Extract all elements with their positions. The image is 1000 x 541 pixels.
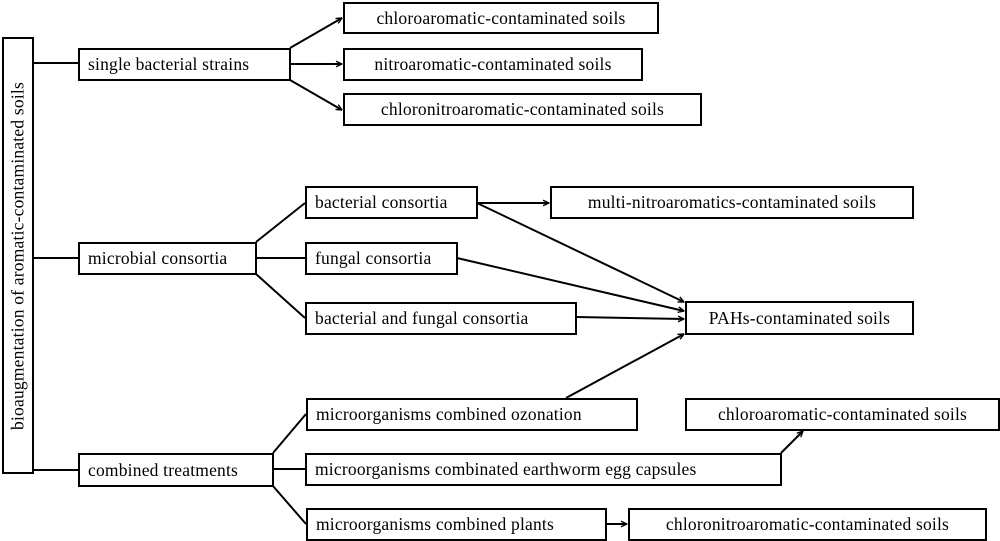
node-fungal-consortia: fungal consortia [305,242,458,275]
node-label: combined treatments [88,459,239,480]
node-combined-treatments: combined treatments [78,453,274,487]
node-label: chloroaromatic-contaminated soils [717,404,968,424]
edge-earthworm-chloro [780,431,803,454]
node-label: microorganisms combined plants [316,514,555,534]
node-label: multi-nitroaromatics-contaminated soils [587,192,877,212]
node-label: microbial consortia [88,248,228,268]
node-multi-nitroaromatics-soils: multi-nitroaromatics-contaminated soils [550,186,914,219]
node-label: microorganisms combinated earthworm egg … [315,459,697,479]
edge-combined-plants [272,485,307,525]
node-chloronitroaromatic-soils-bottom: chloronitroaromatic-contaminated soils [628,508,987,541]
node-label: chloronitroaromatic-contaminated soils [380,99,665,119]
node-label: microorganisms combined ozonation [316,404,582,424]
edge-microbial-bacterial [255,202,306,243]
edge-single-chloronitro [289,79,342,111]
node-microorganisms-earthworm: microorganisms combinated earthworm egg … [305,453,782,486]
node-chloronitroaromatic-soils-top: chloronitroaromatic-contaminated soils [343,93,702,126]
edge-single-chloro [289,17,342,49]
node-label: bacterial consortia [315,192,448,212]
edge-microbial-bacfungal [255,273,306,319]
edge-bacterial-pahs [476,202,684,303]
node-bacterial-fungal-consortia: bacterial and fungal consortia [305,302,577,335]
edge-combined-ozonation [272,413,307,454]
node-pahs-soils: PAHs-contaminated soils [685,301,914,335]
node-label: PAHs-contaminated soils [708,307,891,328]
node-label: fungal consortia [315,248,432,268]
node-single-bacterial-strains: single bacterial strains [78,48,291,81]
node-chloroaromatic-soils-bottom: chloroaromatic-contaminated soils [685,398,1000,431]
node-label: chloronitroaromatic-contaminated soils [665,514,950,534]
edge-fungal-pahs [456,257,684,311]
node-label: chloroaromatic-contaminated soils [376,7,626,28]
root-node: bioaugmentation of aromatic-contaminated… [2,37,34,474]
node-nitroaromatic-soils: nitroaromatic-contaminated soils [343,48,643,81]
edge-bacfungal-pahs [575,317,684,319]
node-label: bacterial and fungal consortia [315,308,529,328]
edge-ozonation-pahs [565,333,684,399]
node-microorganisms-ozonation: microorganisms combined ozonation [306,398,638,431]
root-label: bioaugmentation of aromatic-contaminated… [7,81,28,430]
node-label: single bacterial strains [88,54,250,74]
node-microorganisms-plants: microorganisms combined plants [306,508,607,541]
node-bacterial-consortia: bacterial consortia [305,186,478,219]
node-label: nitroaromatic-contaminated soils [374,54,612,74]
node-chloroaromatic-soils-top: chloroaromatic-contaminated soils [343,2,659,34]
node-microbial-consortia: microbial consortia [78,242,257,275]
